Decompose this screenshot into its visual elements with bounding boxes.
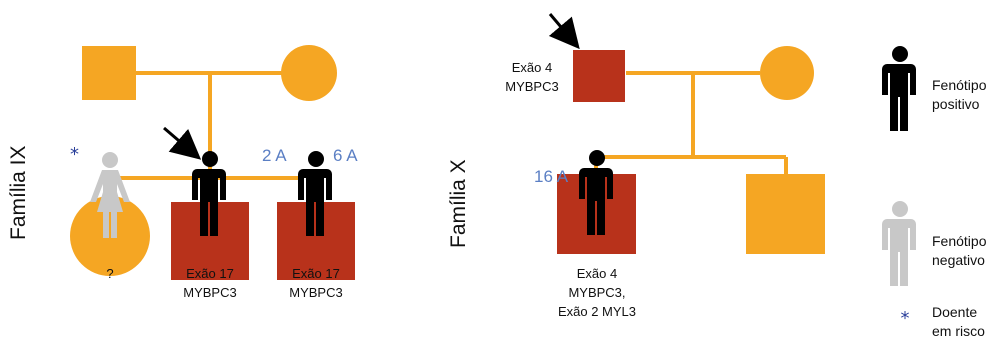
family-ix-daughter xyxy=(70,196,150,276)
family-x-son1-label-2: MYBPC3, xyxy=(568,285,625,300)
family-x-title: Família X xyxy=(447,159,470,248)
family-ix: Família IX * ? Exão 17 MYBPC3 2 A 6 A Ex… xyxy=(7,45,358,300)
family-ix-age-b: 6 A xyxy=(333,146,358,165)
risk-star-icon: * xyxy=(70,144,79,165)
family-ix-father xyxy=(82,46,136,100)
family-x-son1-label-3: Exão 2 MYL3 xyxy=(558,304,636,319)
family-x-son-2 xyxy=(746,174,825,254)
legend-negative-icon xyxy=(882,201,916,286)
family-ix-son-label-2: MYBPC3 xyxy=(183,285,236,300)
family-x-father-label-1: Exão 4 xyxy=(512,60,552,75)
legend-risk-star-icon: * xyxy=(901,308,910,329)
family-x-age: 16 A xyxy=(534,167,569,186)
family-ix-title: Família IX xyxy=(7,145,30,240)
family-x-father-label-2: MYBPC3 xyxy=(505,79,558,94)
proband-arrow-icon xyxy=(163,126,202,160)
family-x-father-proband xyxy=(573,50,625,102)
legend-risk-line2: em risco xyxy=(932,323,985,339)
legend-positive-line1: Fenótipo xyxy=(932,77,987,93)
legend-positive-line2: positivo xyxy=(932,96,980,112)
family-x-son1-label-1: Exão 4 xyxy=(577,266,617,281)
family-ix-son2-label-1: Exão 17 xyxy=(292,266,340,281)
legend-risk-line1: Doente xyxy=(932,304,977,320)
family-ix-son2-label-2: MYBPC3 xyxy=(289,285,342,300)
family-ix-mother xyxy=(281,45,337,101)
legend-negative-line1: Fenótipo xyxy=(932,233,987,249)
family-x: Família X Exão 4 MYBPC3 16 A Exão 4 MYBP… xyxy=(447,13,825,319)
family-x-mother xyxy=(760,46,814,100)
family-ix-son-label-1: Exão 17 xyxy=(186,266,234,281)
legend-negative-line2: negativo xyxy=(932,252,985,268)
family-ix-daughter-label: ? xyxy=(106,266,113,281)
legend: Fenótipo positivo Fenótipo negativo * Do… xyxy=(882,46,987,339)
legend-positive-icon xyxy=(882,46,916,131)
family-ix-age-a: 2 A xyxy=(262,146,287,165)
proband-arrow-icon xyxy=(548,13,580,50)
